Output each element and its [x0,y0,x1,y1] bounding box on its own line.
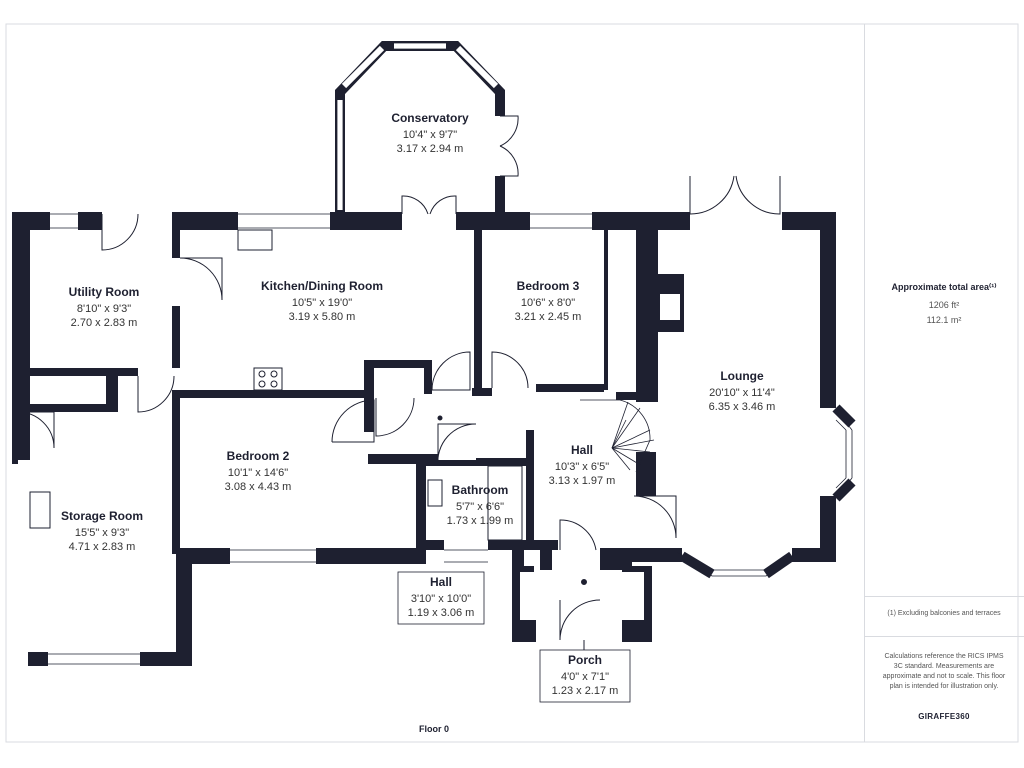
room-imperial: 10'5" x 19'0" [292,297,352,309]
room-name: Kitchen/Dining Room [261,279,383,293]
room-name: Hall [430,575,452,589]
room-imperial: 3'10" x 10'0" [411,593,471,605]
area-sqft: 1206 ft² [928,300,960,310]
room-name: Conservatory [391,111,469,125]
floor-label: Floor 0 [419,724,449,734]
divider [864,24,865,742]
divider [864,596,1024,597]
room-metric: 6.35 x 3.46 m [709,401,776,413]
room-name: Bedroom 3 [517,279,580,293]
room-hall-main: Hall 10'3" x 6'5" 3.13 x 1.97 m [549,443,616,487]
room-name: Hall [571,443,593,457]
room-name: Utility Room [69,285,140,299]
brand-logo: GIRAFFE360 [918,712,970,721]
fixtures [29,229,587,650]
doors [17,115,781,641]
room-metric: 3.08 x 4.43 m [225,481,292,493]
room-name: Bathroom [452,483,509,497]
room-storage: Storage Room 15'5" x 9'3" 4.71 x 2.83 m [61,509,143,553]
room-name: Porch [568,653,602,667]
room-metric: 2.70 x 2.83 m [71,317,138,329]
room-conservatory: Conservatory 10'4" x 9'7" 3.17 x 2.94 m [391,111,469,155]
room-imperial: 10'6" x 8'0" [521,297,575,309]
disclaimer: Calculations reference the RICS IPMS 3C … [882,653,1006,690]
room-imperial: 10'3" x 6'5" [555,461,609,473]
room-imperial: 10'1" x 14'6" [228,467,288,479]
area-sqm: 112.1 m² [926,315,962,325]
porch-label-box [539,649,631,703]
room-imperial: 20'10" x 11'4" [709,387,775,399]
room-imperial: 4'0" x 7'1" [561,671,609,683]
bay-walls [679,404,856,579]
page-frame [5,23,1019,743]
room-name: Lounge [720,369,764,383]
walls [12,212,836,666]
hall-small-label-box [397,571,485,625]
room-imperial: 8'10" x 9'3" [77,303,131,315]
room-name: Bedroom 2 [227,449,290,463]
room-metric: 1.23 x 2.17 m [552,685,619,697]
area-title: Approximate total area⁽¹⁾ [891,282,997,292]
room-metric: 3.21 x 2.45 m [515,311,582,323]
room-metric: 4.71 x 2.83 m [69,541,136,553]
room-kitchen: Kitchen/Dining Room 10'5" x 19'0" 3.19 x… [261,279,383,323]
divider [864,636,1024,637]
conservatory-windows [337,43,499,210]
room-metric: 3.13 x 1.97 m [549,475,616,487]
room-bedroom3: Bedroom 3 10'6" x 8'0" 3.21 x 2.45 m [515,279,582,323]
room-name: Storage Room [61,509,143,523]
room-imperial: 10'4" x 9'7" [403,129,457,141]
room-metric: 3.19 x 5.80 m [289,311,356,323]
footnote: (1) Excluding balconies and terraces [887,610,1001,617]
room-porch: Porch 4'0" x 7'1" 1.23 x 2.17 m [552,653,619,697]
room-bathroom: Bathroom 5'7" x 6'6" 1.73 x 1.99 m [447,483,514,527]
room-imperial: 5'7" x 6'6" [456,501,504,513]
staircase [580,399,655,473]
room-metric: 1.73 x 1.99 m [447,515,514,527]
room-metric: 3.17 x 2.94 m [397,143,464,155]
room-utility: Utility Room 8'10" x 9'3" 2.70 x 2.83 m [69,285,140,329]
room-hall-small: Hall 3'10" x 10'0" 1.19 x 3.06 m [408,575,475,619]
room-bedroom2: Bedroom 2 10'1" x 14'6" 3.08 x 4.43 m [225,449,292,493]
room-imperial: 15'5" x 9'3" [75,527,129,539]
info-sidebar: Approximate total area⁽¹⁾ 1206 ft² 112.1… [864,24,1024,742]
room-metric: 1.19 x 3.06 m [408,607,475,619]
room-lounge: Lounge 20'10" x 11'4" 6.35 x 3.46 m [709,369,776,413]
